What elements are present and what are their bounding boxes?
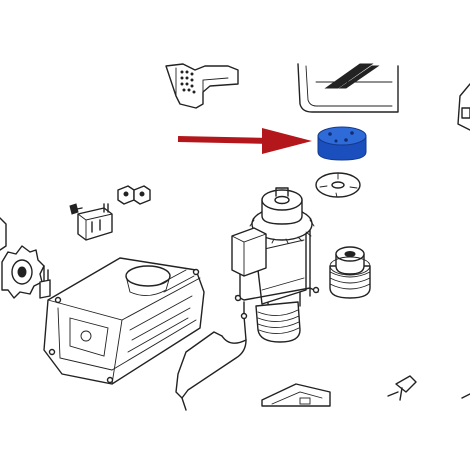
bracket-fragment — [457, 83, 470, 131]
gearbox-housing — [43, 257, 205, 385]
small-clips — [117, 185, 151, 205]
terminal-connector — [69, 203, 113, 241]
right-edge-fragment — [461, 393, 470, 399]
worm-pulley — [329, 246, 371, 299]
vent-holes — [180, 70, 196, 94]
blue-end-cap — [317, 126, 367, 161]
control-box-corner — [165, 63, 239, 109]
pointer-arrow — [177, 128, 312, 154]
cover-corner — [297, 63, 399, 113]
gasket-cable — [175, 312, 248, 411]
disc-washer — [315, 172, 361, 198]
clip-right — [387, 375, 417, 401]
electric-motor — [231, 187, 320, 343]
pinion-gear — [0, 217, 51, 299]
base-bracket-fragment — [261, 383, 331, 407]
